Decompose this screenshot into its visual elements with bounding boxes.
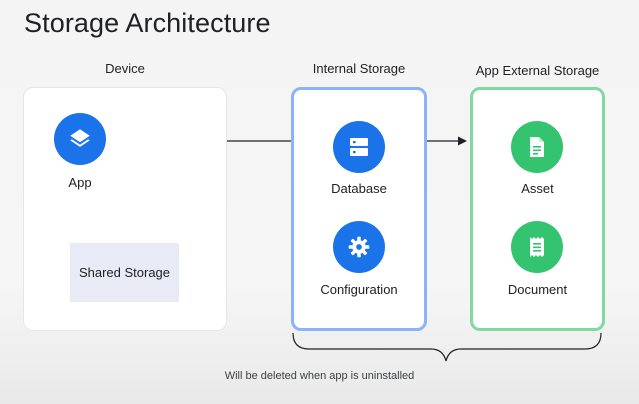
shared-storage-box: Shared Storage	[70, 243, 179, 302]
curly-brace	[292, 332, 602, 362]
internal-storage-label: Internal Storage	[312, 61, 406, 76]
gear-icon-circle	[333, 221, 385, 273]
document-icon	[530, 137, 544, 157]
receipt-icon	[530, 237, 544, 257]
database-label: Database	[331, 181, 387, 196]
database-icon-circle	[333, 121, 385, 173]
gear-icon	[348, 236, 370, 258]
app-label: App	[68, 175, 92, 190]
shared-storage-label: Shared Storage	[78, 265, 171, 280]
page-title: Storage Architecture	[24, 8, 271, 38]
brace-note: Will be deleted when app is uninstalled	[224, 370, 415, 382]
arrowhead	[458, 136, 467, 146]
document-icon-circle	[511, 221, 563, 273]
external-storage-label: App External Storage	[475, 63, 600, 78]
document-label: Document	[507, 282, 568, 297]
layers-icon	[70, 129, 90, 147]
app-icon-circle	[54, 113, 106, 165]
device-column-label: Device	[105, 61, 145, 76]
configuration-label: Configuration	[320, 282, 398, 297]
asset-icon-circle	[511, 121, 563, 173]
asset-label: Asset	[521, 181, 554, 196]
database-icon	[350, 138, 368, 156]
